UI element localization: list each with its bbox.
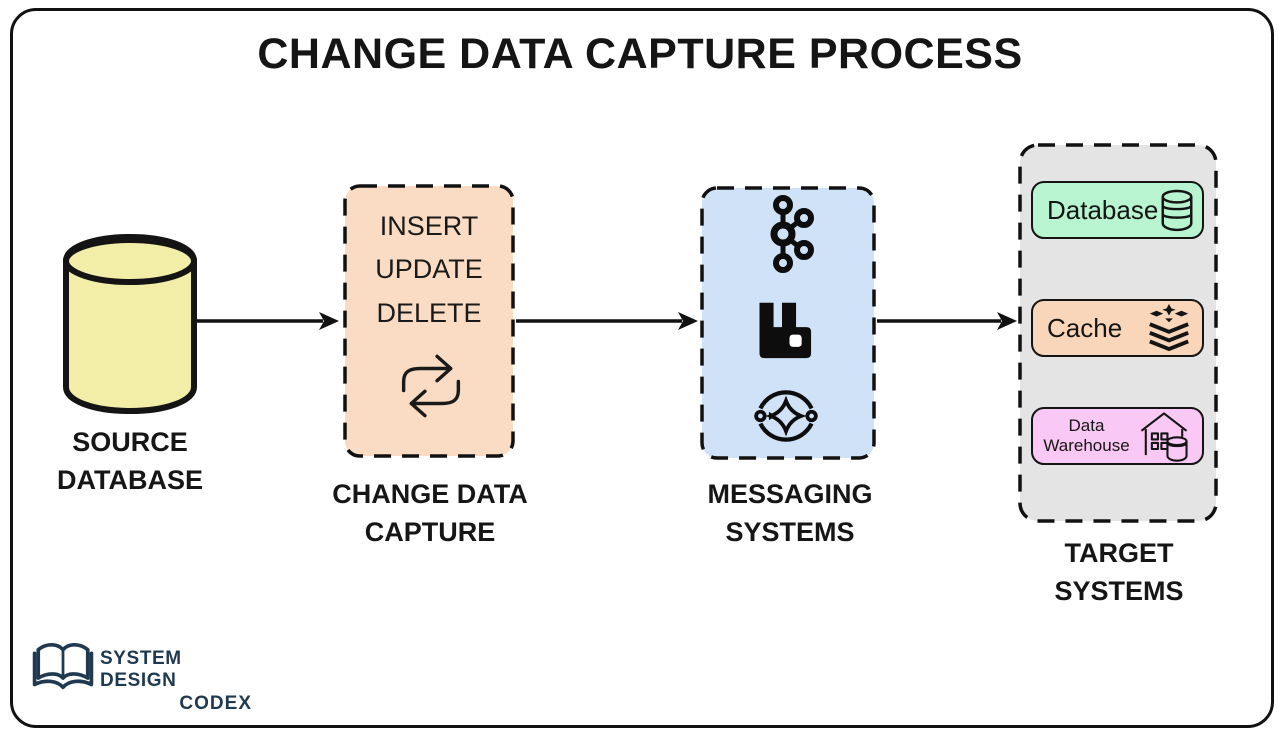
sync-arrows-icon [401,354,461,418]
brand-name-line1: SYSTEM DESIGN [100,648,182,691]
arrow-cdc-to-messaging [516,312,698,330]
cdc-label-line1: CHANGE DATA [332,479,528,509]
arrow-source-to-cdc [197,312,339,330]
cdc-operation-insert: INSERT [379,211,479,241]
page-title: CHANGE DATA CAPTURE PROCESS [257,30,1023,78]
target-item-data-warehouse: Data Warehouse [1031,407,1204,465]
target-systems-box: Database Cache [1018,143,1218,523]
cdc-box-outline [343,184,515,458]
source-database-label-line1: SOURCE [72,427,188,457]
change-data-capture-label: CHANGE DATA CAPTURE [320,475,540,551]
cdc-operation-delete: DELETE [376,298,482,328]
stream-processing-icon [754,390,818,442]
target-item-cache: Cache [1031,299,1204,357]
target-data-warehouse-label: Data Warehouse [1033,416,1136,456]
brand-wordmark: SYSTEM DESIGN CODEX [100,648,264,715]
database-cylinder-icon [63,234,197,414]
database-icon [1158,188,1196,232]
target-label-line1: TARGET [1064,538,1174,568]
data-warehouse-icon [1136,410,1192,462]
target-cache-label: Cache [1047,312,1123,343]
cdc-label-line2: CAPTURE [364,517,496,547]
target-systems-label: TARGET SYSTEMS [1009,534,1229,610]
messaging-label-line1: MESSAGING [707,479,873,509]
messaging-systems-label: MESSAGING SYSTEMS [680,475,900,551]
target-label-line2: SYSTEMS [1054,576,1184,606]
target-item-database: Database [1031,181,1204,239]
data-warehouse-label-line2: Warehouse [1043,436,1130,455]
source-database-label: SOURCE DATABASE [20,423,240,499]
change-data-capture-box: INSERT UPDATE DELETE [343,184,515,458]
target-database-label: Database [1047,194,1159,225]
arrow-messaging-to-target [877,312,1017,330]
data-warehouse-label-line1: Data [1068,416,1105,435]
cdc-operation-update: UPDATE [375,254,483,284]
rabbitmq-icon [759,302,812,359]
messaging-label-line2: SYSTEMS [725,517,855,547]
source-database-label-line2: DATABASE [57,465,203,495]
kafka-icon [770,195,814,273]
brand-name-line2: CODEX [179,693,252,714]
redis-layers-icon [1146,304,1192,352]
open-book-icon [32,643,94,690]
canvas-border [10,8,1274,728]
messaging-systems-box [700,186,876,460]
